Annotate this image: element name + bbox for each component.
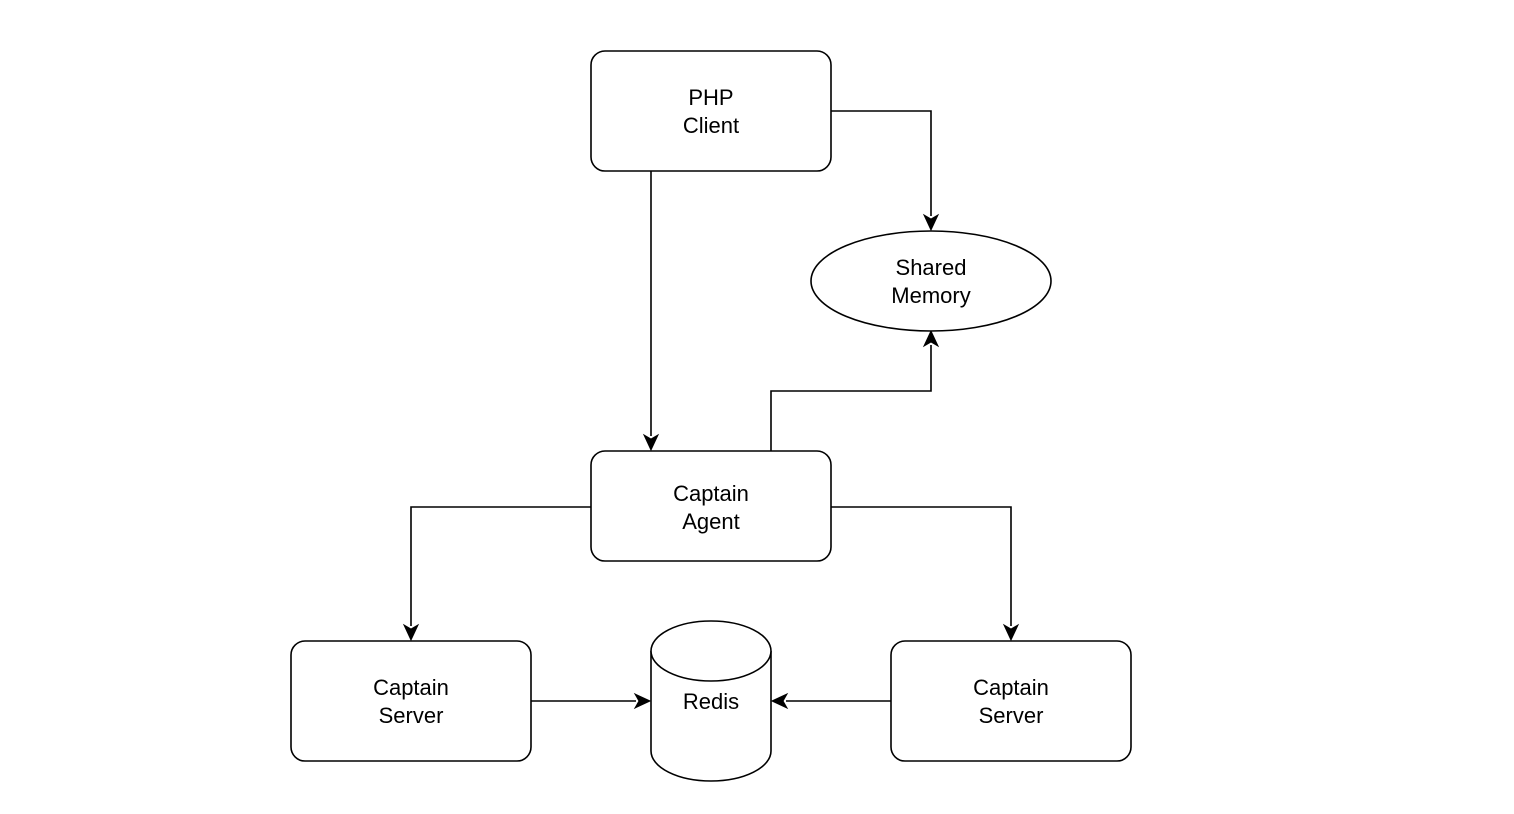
shared-memory-ellipse <box>810 230 1052 332</box>
redis-node: Redis <box>650 620 772 782</box>
edge-captain-server-left-to-redis <box>531 692 652 710</box>
redis-label: Redis <box>683 689 739 714</box>
edge-php-client-to-shared-memory <box>831 110 940 232</box>
redis-cylinder-body <box>650 651 772 782</box>
php-client-label-line1: PHP <box>688 85 733 110</box>
captain-server-left-label-line2: Server <box>379 703 444 728</box>
captain-server-right-label-line1: Captain <box>973 675 1049 700</box>
redis-cylinder-top <box>650 620 772 682</box>
captain-agent-label-line1: Captain <box>673 481 749 506</box>
captain-server-left-node: Captain Server <box>290 640 532 762</box>
captain-server-right-node: Captain Server <box>890 640 1132 762</box>
captain-agent-box <box>590 450 832 562</box>
shared-memory-node: Shared Memory <box>810 230 1052 332</box>
edge-captain-agent-to-captain-server-left <box>402 506 591 642</box>
shared-memory-label-line1: Shared <box>896 255 967 280</box>
edges <box>402 110 1020 710</box>
shared-memory-label-line2: Memory <box>891 283 970 308</box>
captain-agent-node: Captain Agent <box>590 450 832 562</box>
php-client-box <box>590 50 832 172</box>
edge-captain-server-right-to-redis <box>770 692 891 710</box>
edge-captain-agent-to-shared-memory <box>770 329 940 451</box>
edge-captain-agent-to-captain-server-right <box>831 506 1020 642</box>
captain-server-left-label-line1: Captain <box>373 675 449 700</box>
captain-server-right-box <box>890 640 1132 762</box>
captain-server-right-label-line2: Server <box>979 703 1044 728</box>
captain-agent-label-line2: Agent <box>682 509 740 534</box>
php-client-node: PHP Client <box>590 50 832 172</box>
nodes: PHP Client Shared Memory Captain Agent C… <box>290 50 1132 782</box>
captain-server-left-box <box>290 640 532 762</box>
php-client-label-line2: Client <box>683 113 739 138</box>
edge-php-client-to-captain-agent <box>642 171 660 452</box>
